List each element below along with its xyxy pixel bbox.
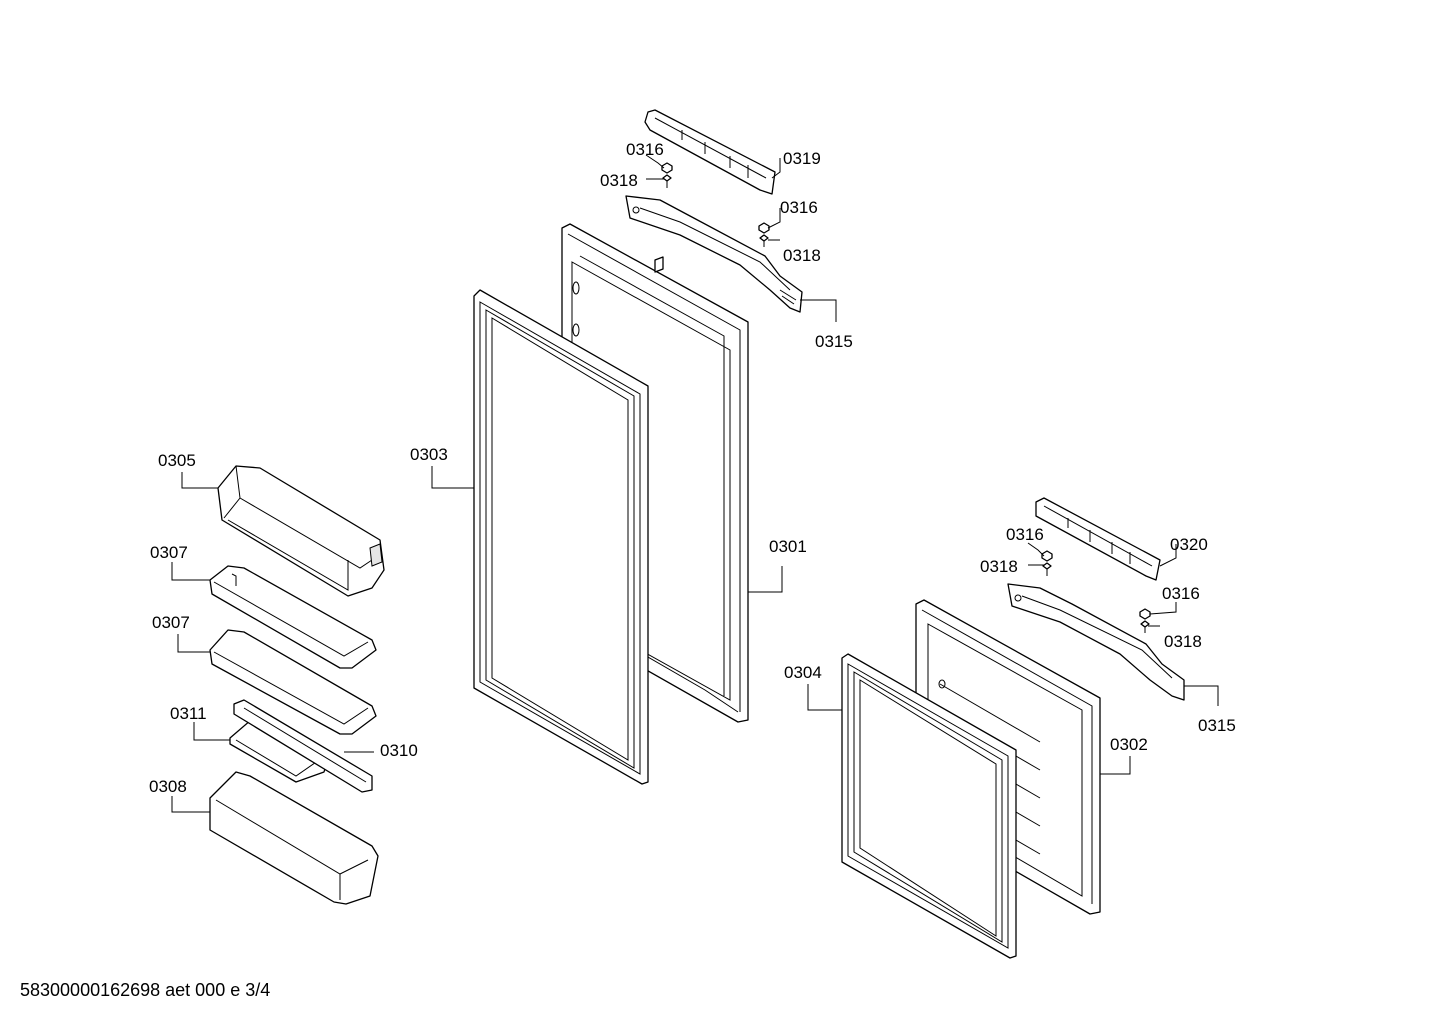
covered-bottle-shelf-0305 [217,465,385,597]
screw-0316-upper-left [661,162,673,188]
leader-lines [171,154,1219,813]
label-0316-a: 0316 [626,140,664,159]
label-0302: 0302 [1110,735,1148,754]
label-0307-top: 0307 [150,543,188,562]
hinge-bracket-0315-lower [1007,583,1185,701]
label-0318-d: 0318 [1164,632,1202,651]
label-0308: 0308 [149,777,187,796]
label-0305: 0305 [158,451,196,470]
hinge-bracket-0315-upper [625,195,803,313]
label-0303: 0303 [410,445,448,464]
hinge-cover-0320 [1035,497,1161,581]
door-gasket-0303 [473,289,649,785]
label-0304: 0304 [784,663,822,682]
door-shelf-0307-top [209,565,377,669]
part-labels: 0316 0318 0319 0316 0318 0315 0303 0301 … [149,140,1236,796]
label-0310: 0310 [380,741,418,760]
label-0319: 0319 [783,149,821,168]
label-0318-c: 0318 [980,557,1018,576]
screw-0316-lower-left [1041,550,1053,576]
label-0320: 0320 [1170,535,1208,554]
document-id-footer: 58300000162698 aet 000 e 3/4 [20,980,271,1000]
label-0315-lower: 0315 [1198,716,1236,735]
screw-0316-upper-right [758,222,770,247]
screw-0316-lower-right [1139,608,1151,633]
label-0316-b: 0316 [780,198,818,217]
label-0318-a: 0318 [600,171,638,190]
door-gasket-0304 [841,653,1017,959]
label-0316-c: 0316 [1006,525,1044,544]
rail-0310 [233,699,373,793]
label-0301: 0301 [769,537,807,556]
label-0318-b: 0318 [783,246,821,265]
label-0307-bottom: 0307 [152,613,190,632]
door-shelf-0307-bottom [209,629,377,735]
hinge-cover-0319 [644,109,776,195]
bottle-shelf-0308 [209,771,379,905]
label-0311: 0311 [170,704,207,723]
label-0316-d: 0316 [1162,584,1200,603]
label-0315-upper: 0315 [815,332,853,351]
